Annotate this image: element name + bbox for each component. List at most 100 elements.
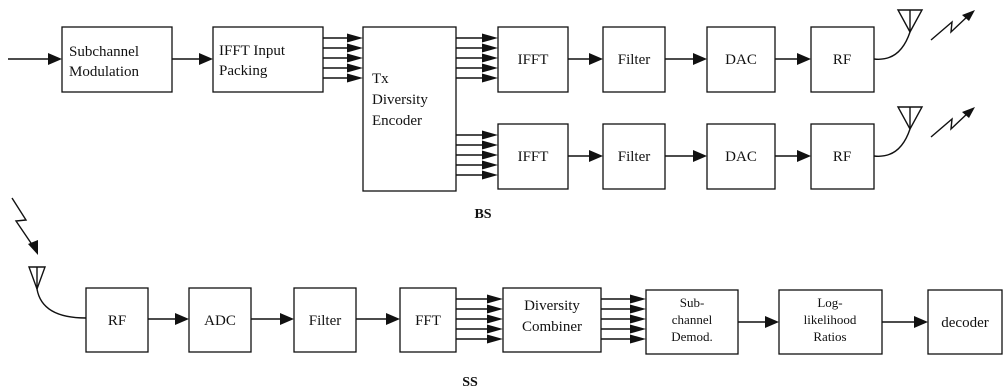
fft-block: FFT [399,287,457,353]
lower-radio-wave-icon [930,107,975,138]
ss-caption: SS [462,375,478,390]
encoder-to-upper-ifft-arrow-bundle [456,33,498,83]
adc-label: ADC [204,313,236,329]
upper-rf-block: RF [810,26,875,93]
combiner-to-demod-arrow-bundle [601,294,646,344]
demod-to-llr-arrow [738,316,779,328]
upper-dac-to-rf-arrow [775,53,811,65]
upper-ifft-block: IFFT [497,26,569,93]
bundle-arrow [456,294,503,304]
llr-label-line2: likelihood [804,312,857,327]
llr-to-decoder-arrow [882,316,928,328]
upper-ifft-label: IFFT [518,52,549,68]
ss-receiver: RF ADC Filter FFT Diversity [11,197,1003,390]
bundle-arrow [456,324,503,334]
bs-transmitter: Subchannel Modulation IFFT Input Packing… [8,9,975,222]
ss-rf-block: RF [85,287,149,353]
lower-dac-block: DAC [706,123,776,190]
lower-tx-path: IFFT Filter DAC [497,106,975,190]
ifft-input-packing-label-line1: IFFT Input [219,43,286,59]
subchannel-demod-label-line2: channel [672,312,713,327]
lower-dac-label: DAC [725,149,757,165]
lower-ifft-label: IFFT [518,149,549,165]
bundle-arrow [456,63,498,73]
lower-ifft-block: IFFT [497,123,569,190]
lower-rf-label: RF [833,149,851,165]
tx-diversity-encoder-block: Tx Diversity Encoder [362,26,457,192]
bundle-arrow [456,33,498,43]
llr-label-line3: Ratios [813,329,846,344]
lower-rf-block: RF [810,123,875,190]
bundle-arrow [456,73,498,83]
bundle-arrow [456,170,498,180]
subchannel-modulation-block: Subchannel Modulation [61,26,173,93]
subchannel-demod-label-line3: Demod. [671,329,713,344]
upper-dac-block: DAC [706,26,776,93]
lower-filter-to-dac-arrow [665,150,707,162]
tx-diversity-encoder-label-line3: Encoder [372,113,422,129]
llr-label-line1: Log- [817,295,842,310]
lower-filter-label: Filter [618,149,651,165]
tx-diversity-encoder-label-line1: Tx [372,71,389,87]
bundle-arrow [456,334,503,344]
receive-antenna-icon [28,266,87,319]
lower-antenna-icon [873,106,924,157]
decoder-label: decoder [941,315,988,331]
fft-label: FFT [415,313,441,329]
log-likelihood-ratios-block: Log- likelihood Ratios [778,289,883,355]
bundle-arrow [323,33,363,43]
adc-to-filter-arrow [251,313,294,325]
upper-filter-to-dac-arrow [665,53,707,65]
decoder-block: decoder [927,289,1003,355]
bundle-arrow [456,43,498,53]
rf-to-adc-arrow [148,313,189,325]
diversity-combiner-block: Diversity Combiner [502,287,602,353]
bundle-arrow [323,73,363,83]
incoming-radio-wave-icon [11,197,38,255]
subchannel-modulation-label-line2: Modulation [69,64,139,80]
bundle-arrow [456,53,498,63]
encoder-to-lower-ifft-arrow-bundle [456,130,498,180]
subchannel-demod-label-line1: Sub- [680,295,705,310]
bs-caption: BS [474,207,491,222]
modulation-to-packing-arrow [172,53,213,65]
bundle-arrow [601,304,646,314]
bundle-arrow [456,150,498,160]
diversity-combiner-label-line1: Diversity [524,298,580,314]
bundle-arrow [323,43,363,53]
upper-dac-label: DAC [725,52,757,68]
bundle-arrow [323,63,363,73]
bundle-arrow [456,160,498,170]
packing-to-encoder-arrow-bundle [323,33,363,83]
upper-radio-wave-icon [930,10,975,41]
ifft-input-packing-block: IFFT Input Packing [212,26,324,93]
ifft-input-packing-label-line2: Packing [219,63,268,79]
bundle-arrow [601,324,646,334]
diversity-combiner-label-line2: Combiner [522,319,582,335]
tx-diversity-encoder-label-line2: Diversity [372,92,428,108]
bundle-arrow [601,294,646,304]
adc-block: ADC [188,287,252,353]
bundle-arrow [456,140,498,150]
bundle-arrow [456,304,503,314]
ss-rf-label: RF [108,313,126,329]
bundle-arrow [456,314,503,324]
lower-filter-block: Filter [602,123,666,190]
fft-to-combiner-arrow-bundle [456,294,503,344]
upper-tx-path: IFFT Filter DAC [497,9,975,93]
filter-to-fft-arrow [356,313,400,325]
upper-filter-block: Filter [602,26,666,93]
subchannel-modulation-label-line1: Subchannel [69,44,139,60]
bundle-arrow [456,130,498,140]
bundle-arrow [601,334,646,344]
upper-filter-label: Filter [618,52,651,68]
lower-dac-to-rf-arrow [775,150,811,162]
upper-ifft-to-filter-arrow [568,53,603,65]
bundle-arrow [601,314,646,324]
upper-rf-label: RF [833,52,851,68]
upper-antenna-icon [873,9,924,60]
ss-filter-block: Filter [293,287,357,353]
bundle-arrow [323,53,363,63]
bs-input-arrow [8,53,62,65]
